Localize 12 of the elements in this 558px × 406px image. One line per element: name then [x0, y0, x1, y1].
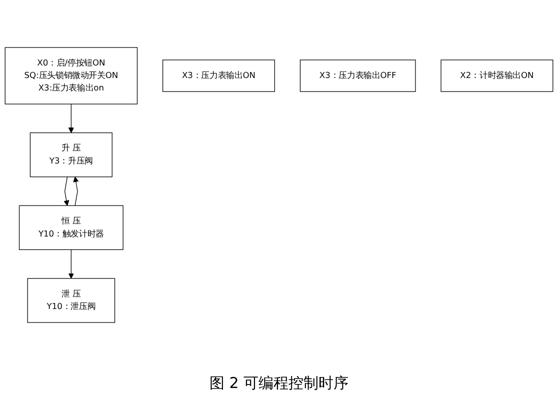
node-box: X0：启/停按钮ON SQ:压头锁销微动开关ON X3:压力表输出on [4, 47, 138, 104]
node-box: 泄 压 Y10：泄压阀 [27, 278, 116, 323]
arrow [68, 104, 74, 134]
arrow [68, 249, 74, 279]
node-box: X3：压力表输出ON [162, 60, 275, 92]
node-box: 恒 压 Y10：触发计时器 [18, 205, 124, 250]
node-box: 升 压 Y3：升压阀 [30, 132, 112, 178]
arrow [73, 176, 79, 206]
arrow [64, 176, 70, 206]
node-box: X2：计时器输出ON [440, 60, 554, 92]
figure-caption: 图 2 可编程控制时序 [209, 374, 349, 392]
node-box: X3：压力表输出OFF [300, 60, 416, 92]
